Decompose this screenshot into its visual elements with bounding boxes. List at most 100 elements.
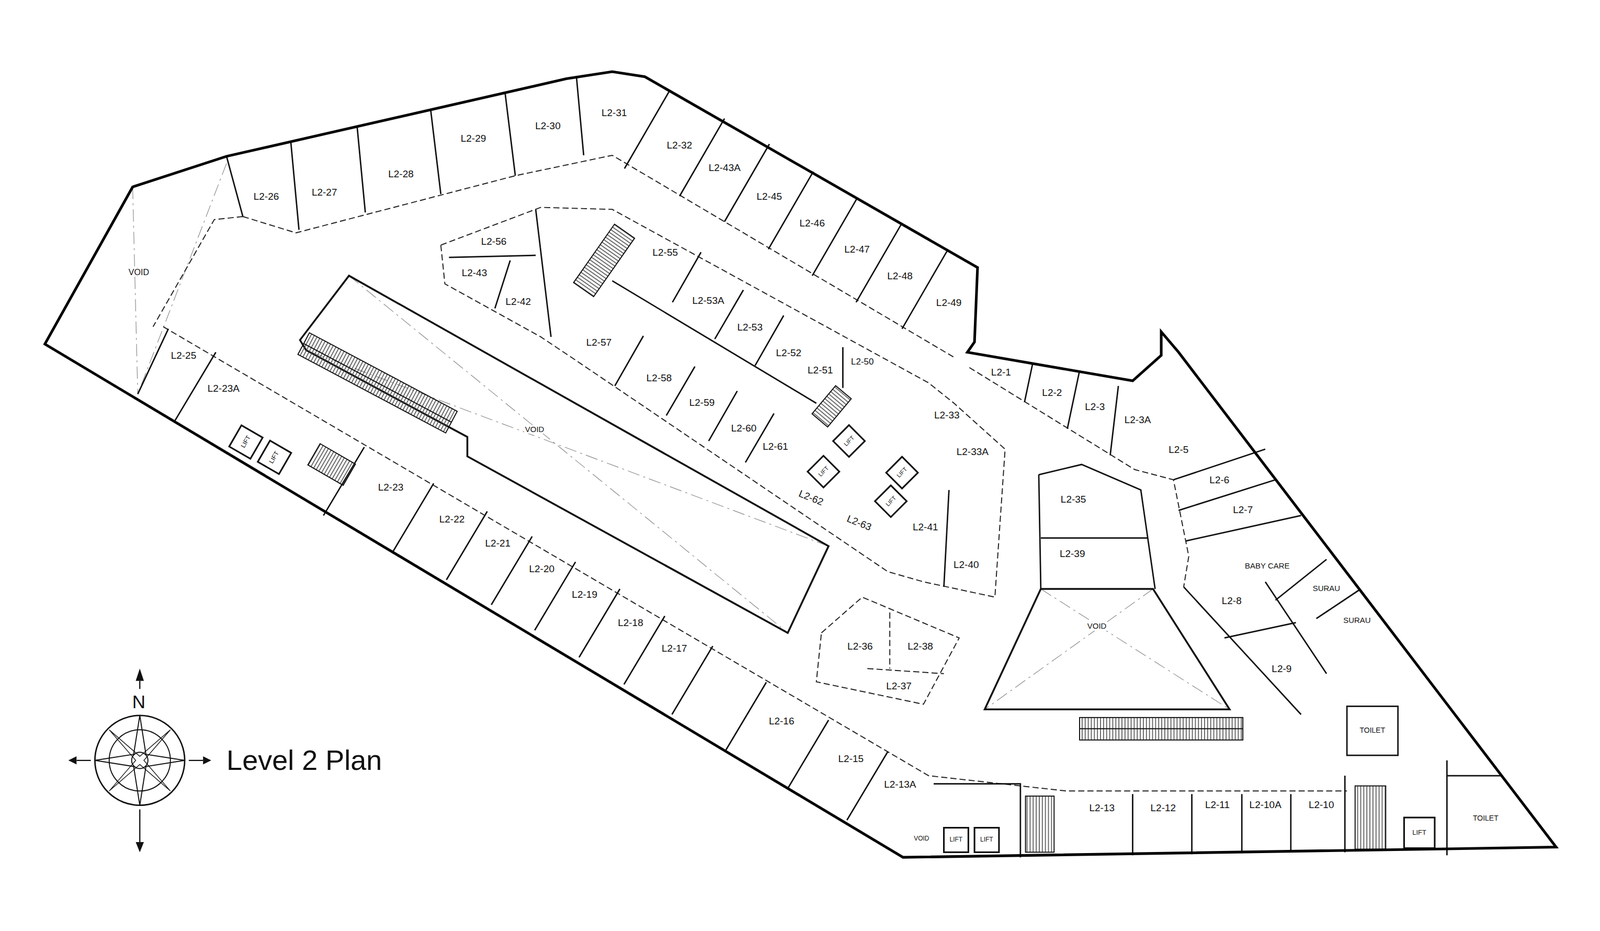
outer-wall [44,71,1557,858]
storefront-line [153,155,1348,791]
shop-unit: L2-49 [935,297,963,309]
unit-label: L2-28 [387,168,415,180]
unit-label: L2-7 [1231,504,1254,516]
unit-label: L2-45 [755,191,784,203]
unit-label: L2-33 [933,410,961,422]
shop-unit: L2-46 [798,218,826,230]
shop-unit: L2-19 [570,589,599,601]
shop-unit: L2-15 [837,753,866,765]
facility-room: SURAU [1311,584,1342,594]
shop-unit: L2-7 [1231,504,1254,516]
unit-label: L2-21 [484,538,513,550]
shop-unit: L2-30 [534,120,562,132]
unit-label: L2-32 [665,140,694,152]
shop-unit: L2-20 [527,563,556,575]
shop-unit: L2-58 [645,372,674,384]
unit-label: L2-22 [438,514,467,526]
shop-unit: L2-43A [707,162,742,174]
lift-car: LIFT [267,448,282,465]
shop-unit: L2-17 [660,643,689,655]
compass-ring [94,715,185,806]
unit-label: L2-60 [730,423,758,435]
facility-room: TOILET [1471,814,1500,823]
shop-unit: L2-28 [387,168,415,180]
unit-label: L2-23 [377,482,405,494]
unit-label: L2-19 [570,589,599,601]
shop-unit: L2-22 [438,514,467,526]
stair-symbol [1025,796,1055,853]
shop-unit: L2-33 [933,410,961,422]
unit-label: L2-16 [767,716,796,728]
shop-unit: L2-16 [767,716,796,728]
stair-symbol [1355,786,1387,850]
lift-shaft [944,827,969,853]
void-outline [300,275,1230,710]
unit-label: LIFT [841,433,856,448]
shop-unit: L2-57 [585,337,614,349]
unit-label: L2-31 [600,107,629,119]
unit-label: L2-23A [206,383,241,395]
shop-unit: L2-59 [688,397,717,409]
facility-room: SURAU [1342,616,1372,626]
shop-unit: L2-42 [504,296,533,308]
shop-unit: L2-53A [690,295,725,307]
unit-label: L2-3 [1083,401,1106,413]
unit-label: L2-1 [990,367,1013,379]
unit-label: L2-29 [459,133,488,145]
unit-label: L2-13A [882,779,917,791]
escalator-body [1079,717,1243,741]
void-area: VOID [912,835,930,843]
unit-label: L2-33A [955,446,990,458]
unit-label: L2-46 [798,218,826,230]
shop-unit: L2-61 [761,441,790,453]
unit-label: L2-37 [884,681,913,692]
shop-unit: L2-39 [1058,548,1087,560]
shop-unit: L2-9 [1270,663,1293,675]
compass-star [109,729,171,791]
unit-label: VOID [524,425,546,435]
unit-label: VOID [127,267,151,278]
compass-rose [68,668,212,853]
unit-label: BABY CARE [1243,561,1291,571]
unit-label: L2-62 [796,487,826,508]
unit-label: LIFT [894,465,910,480]
unit-label: L2-57 [585,337,614,349]
compass-letter: N [132,691,146,713]
unit-label: L2-55 [651,247,679,259]
shop-unit: L2-5 [1167,444,1190,456]
shop-unit: L2-50 [849,357,875,368]
compass-star [94,715,185,806]
stair-symbol [811,385,851,427]
lift-shaft [229,425,263,459]
unit-label: L2-15 [837,753,866,765]
shop-unit: L2-1 [990,367,1013,379]
unit-label: SURAU [1342,616,1372,626]
shop-unit: L2-45 [755,191,784,203]
shop-unit: L2-18 [616,617,645,629]
unit-label: L2-42 [504,296,533,308]
unit-label: L2-2 [1040,387,1063,399]
shop-unit: L2-2 [1040,387,1063,399]
escalator-body [298,332,458,434]
lift-car: LIFT [979,836,995,844]
unit-label: L2-10 [1307,799,1336,811]
shop-unit: L2-13 [1087,802,1116,814]
unit-label: L2-53 [735,322,764,334]
plan-title: Level 2 Plan [226,744,382,776]
unit-label: L2-27 [310,187,339,199]
shop-unit: L2-40 [952,559,981,571]
shop-unit: L2-60 [730,423,758,435]
unit-label: LIFT [267,448,282,465]
compass-arrowhead [68,668,212,853]
shop-unit: L2-41 [911,522,940,533]
unit-label: VOID [912,835,930,843]
shop-unit: L2-32 [665,140,694,152]
unit-label: L2-20 [527,563,556,575]
unit-label: L2-40 [952,559,981,571]
facility-room: BABY CARE [1243,561,1291,571]
lift-car: LIFT [815,464,831,479]
void-cross-line [132,163,1230,710]
